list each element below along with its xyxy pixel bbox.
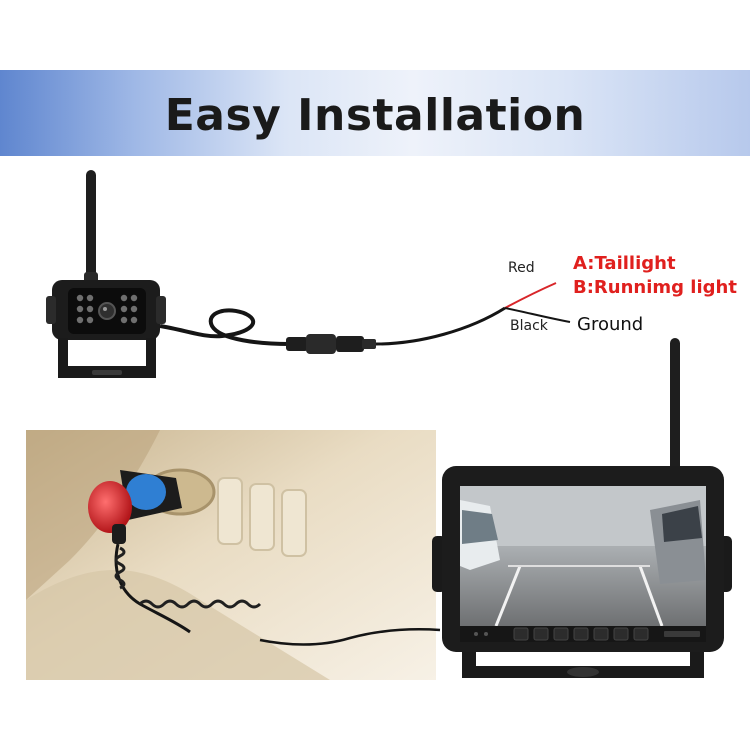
running-light-label: B:Runnimg light <box>573 277 737 298</box>
black-wire <box>504 307 571 323</box>
taillight-label: A:Taillight <box>573 253 676 274</box>
plug-red-cap <box>88 481 132 533</box>
red-wire-label: Red <box>508 260 535 276</box>
camera-cable <box>159 308 291 346</box>
monitor-button-bar <box>460 626 706 642</box>
camera-lens <box>98 302 116 320</box>
page-title: Easy Installation <box>164 90 586 141</box>
monitor-antenna <box>670 338 680 478</box>
cigarette-lighter-plug <box>88 470 182 544</box>
right-button[interactable] <box>553 627 569 641</box>
monitor-stand <box>462 652 704 678</box>
left-button[interactable] <box>533 627 549 641</box>
power-button[interactable] <box>513 627 529 641</box>
black-wire-label: Black <box>510 318 548 334</box>
title-banner: Easy Installation <box>0 70 750 156</box>
record-button[interactable] <box>613 627 629 641</box>
coiled-cable <box>114 543 191 634</box>
cable-connector <box>286 334 376 354</box>
camera-bracket <box>58 338 156 378</box>
red-wire <box>504 282 557 309</box>
power-cable <box>375 306 506 346</box>
mode-button[interactable] <box>633 627 649 641</box>
car-interior-photo <box>26 430 436 680</box>
monitor <box>432 338 732 678</box>
ground-label: Ground <box>577 314 644 335</box>
backup-camera <box>46 170 166 378</box>
camera-antenna <box>86 170 96 282</box>
up-button[interactable] <box>573 627 589 641</box>
menu-button[interactable] <box>593 627 609 641</box>
monitor-screen <box>460 486 706 627</box>
ir-led-array <box>76 294 138 324</box>
